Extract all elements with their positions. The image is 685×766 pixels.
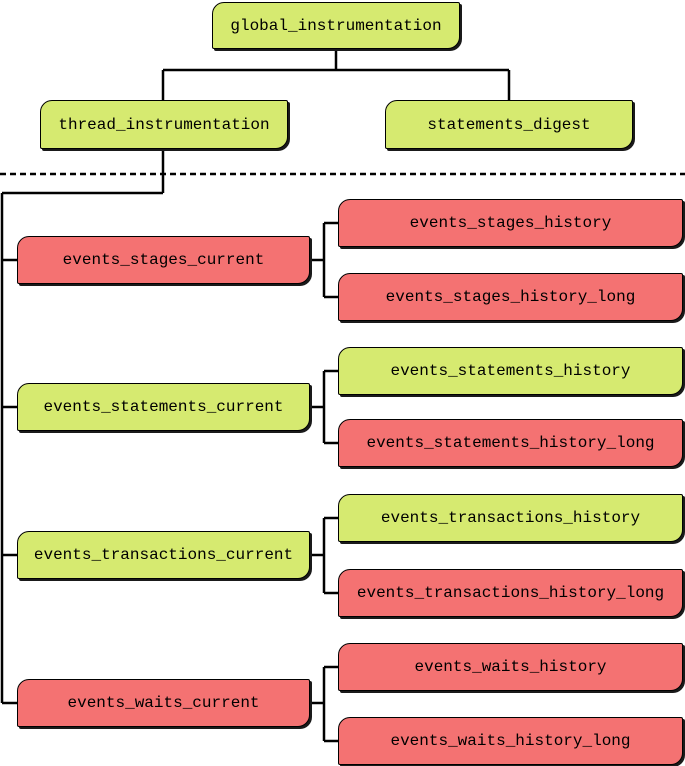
node-statements-digest: statements_digest bbox=[385, 100, 633, 149]
node-events-waits-history: events_waits_history bbox=[338, 643, 683, 691]
node-events-stages-current: events_stages_current bbox=[17, 236, 310, 284]
node-events-statements-history-long: events_statements_history_long bbox=[338, 419, 683, 467]
node-thread-instrumentation: thread_instrumentation bbox=[40, 100, 288, 149]
node-events-stages-history: events_stages_history bbox=[338, 199, 683, 247]
node-events-waits-history-long: events_waits_history_long bbox=[338, 717, 683, 765]
node-events-transactions-history-long: events_transactions_history_long bbox=[338, 569, 683, 617]
node-events-waits-current: events_waits_current bbox=[17, 679, 310, 727]
node-global-instrumentation: global_instrumentation bbox=[212, 2, 460, 49]
node-events-statements-history: events_statements_history bbox=[338, 347, 683, 395]
node-events-statements-current: events_statements_current bbox=[17, 383, 310, 431]
node-events-transactions-current: events_transactions_current bbox=[17, 531, 310, 579]
node-events-stages-history-long: events_stages_history_long bbox=[338, 273, 683, 321]
node-events-transactions-history: events_transactions_history bbox=[338, 494, 683, 542]
